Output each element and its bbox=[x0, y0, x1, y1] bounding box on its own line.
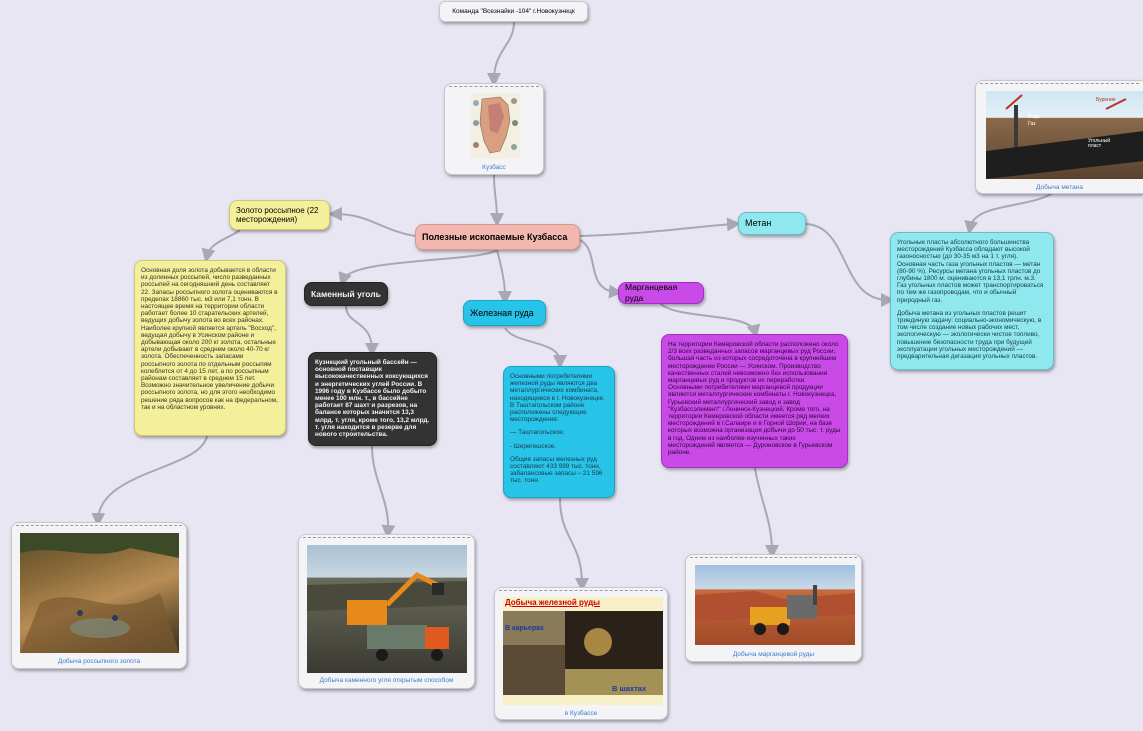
link-root-kuzbass bbox=[487, 21, 515, 87]
coal-note: Кузнецкий угольный бассейн — основной по… bbox=[308, 352, 437, 446]
gold-note-text: Основная доля золота добывается в област… bbox=[141, 267, 278, 411]
root-label: Команда "Всезнайки -104" г.Новокузнецк bbox=[452, 8, 575, 15]
card-border bbox=[449, 86, 539, 87]
link-coal-img bbox=[371, 445, 396, 539]
methane-image-label-water: Вода bbox=[1028, 114, 1040, 120]
kuzbass-card[interactable]: Кузбасс bbox=[444, 83, 544, 175]
coal-excavator-image bbox=[307, 545, 467, 673]
card-border bbox=[690, 557, 857, 558]
manganese-caption[interactable]: Добыча марганцевой руды bbox=[732, 651, 815, 658]
methane-extraction-image bbox=[986, 91, 1143, 179]
kuzbass-caption[interactable]: Кузбасс bbox=[482, 164, 506, 171]
link-gold-img bbox=[91, 435, 208, 527]
manganese-label: Марганцевая руда bbox=[625, 282, 678, 303]
center-label: Полезные ископаемые Кузбасса bbox=[422, 231, 568, 242]
iron-note: Основными потребителями железной руды яв… bbox=[503, 366, 615, 498]
coal-node[interactable]: Каменный уголь bbox=[304, 282, 388, 306]
manganese-mine-image bbox=[695, 565, 855, 645]
iron-mine-image bbox=[503, 597, 663, 705]
iron-label: Железная руда bbox=[470, 307, 534, 318]
gold-node[interactable]: Золото россыпное (22 месторождения) bbox=[229, 200, 330, 230]
coal-image-card[interactable]: Добыча каменного угля открытым способом bbox=[298, 534, 475, 689]
methane-note-text1: Угольные пласты абсолютного большинства … bbox=[897, 239, 1044, 304]
link-center-coal bbox=[338, 249, 498, 287]
iron-image-right: В шахтах bbox=[612, 684, 647, 693]
card-border bbox=[16, 525, 182, 526]
coal-label: Каменный уголь bbox=[311, 288, 381, 299]
link-gold-note bbox=[201, 229, 241, 263]
card-border bbox=[499, 590, 663, 591]
gold-image-card[interactable]: Добыча россыпного золота bbox=[11, 522, 187, 669]
link-center-methane bbox=[579, 217, 741, 237]
iron-note-text1: Основными потребителями железной руды яв… bbox=[510, 373, 605, 424]
card-border bbox=[303, 537, 470, 538]
manganese-node[interactable]: Марганцевая руда bbox=[618, 282, 704, 304]
link-coal-note bbox=[345, 305, 379, 357]
iron-node[interactable]: Железная руда bbox=[463, 300, 546, 326]
methane-image-card[interactable]: Вода Газ Угольный пласт Бурение Добыча м… bbox=[975, 80, 1143, 194]
iron-note-item1: — Таштагольское; bbox=[510, 429, 565, 437]
coal-caption[interactable]: Добыча каменного угля открытым способом bbox=[319, 677, 454, 684]
methane-caption[interactable]: Добыча метана bbox=[1036, 184, 1083, 191]
gold-mine-image bbox=[20, 533, 179, 653]
manganese-note: На территории Кемеровской области распол… bbox=[661, 334, 848, 468]
manganese-image-card[interactable]: Добыча марганцевой руды bbox=[685, 554, 862, 662]
iron-image-card[interactable]: Добыча железной руды В карьерах В шахтах… bbox=[494, 587, 668, 720]
link-manganese-img bbox=[754, 467, 779, 559]
link-methaneimg-note bbox=[964, 187, 1059, 235]
methane-image-label-drill: Бурение bbox=[1096, 97, 1116, 103]
link-methane-note bbox=[805, 223, 895, 307]
methane-label: Метан bbox=[745, 218, 772, 228]
methane-note-text2: Добыча метана из угольных пластов решит … bbox=[897, 309, 1042, 361]
card-border bbox=[980, 83, 1139, 84]
gold-caption[interactable]: Добыча россыпного золота bbox=[57, 658, 141, 665]
kuzbass-map-image bbox=[470, 93, 520, 159]
link-iron-img bbox=[559, 497, 589, 592]
link-kuzbass-center bbox=[489, 174, 504, 227]
root-node[interactable]: Команда "Всезнайки -104" г.Новокузнецк bbox=[439, 1, 588, 22]
link-center-manganese bbox=[579, 239, 623, 299]
iron-image-title: Добыча железной руды bbox=[505, 598, 600, 607]
gold-note: Основная доля золота добывается в област… bbox=[134, 260, 286, 436]
link-center-iron bbox=[496, 249, 512, 305]
gold-label: Золото россыпное (22 месторождения) bbox=[236, 206, 319, 224]
manganese-note-text: На территории Кемеровской области распол… bbox=[668, 341, 841, 457]
iron-note-text2: Общие запасы железных руд составляют 433… bbox=[510, 455, 603, 485]
link-manganese-note bbox=[659, 302, 761, 339]
link-iron-note bbox=[504, 327, 567, 369]
iron-caption[interactable]: в Кузбассе bbox=[564, 710, 598, 717]
methane-node[interactable]: Метан bbox=[738, 212, 806, 235]
link-center-gold bbox=[328, 207, 416, 237]
methane-image-label-gas: Газ bbox=[1028, 121, 1036, 127]
methane-note: Угольные пласты абсолютного большинства … bbox=[890, 232, 1054, 370]
center-node[interactable]: Полезные ископаемые Кузбасса bbox=[415, 224, 580, 250]
coal-note-text: Кузнецкий угольный бассейн — основной по… bbox=[315, 359, 430, 439]
iron-note-item2: - Шерегешское. bbox=[510, 442, 557, 450]
methane-image-label-coal: Угольный пласт bbox=[1088, 138, 1111, 149]
iron-image-left: В карьерах bbox=[505, 625, 544, 632]
